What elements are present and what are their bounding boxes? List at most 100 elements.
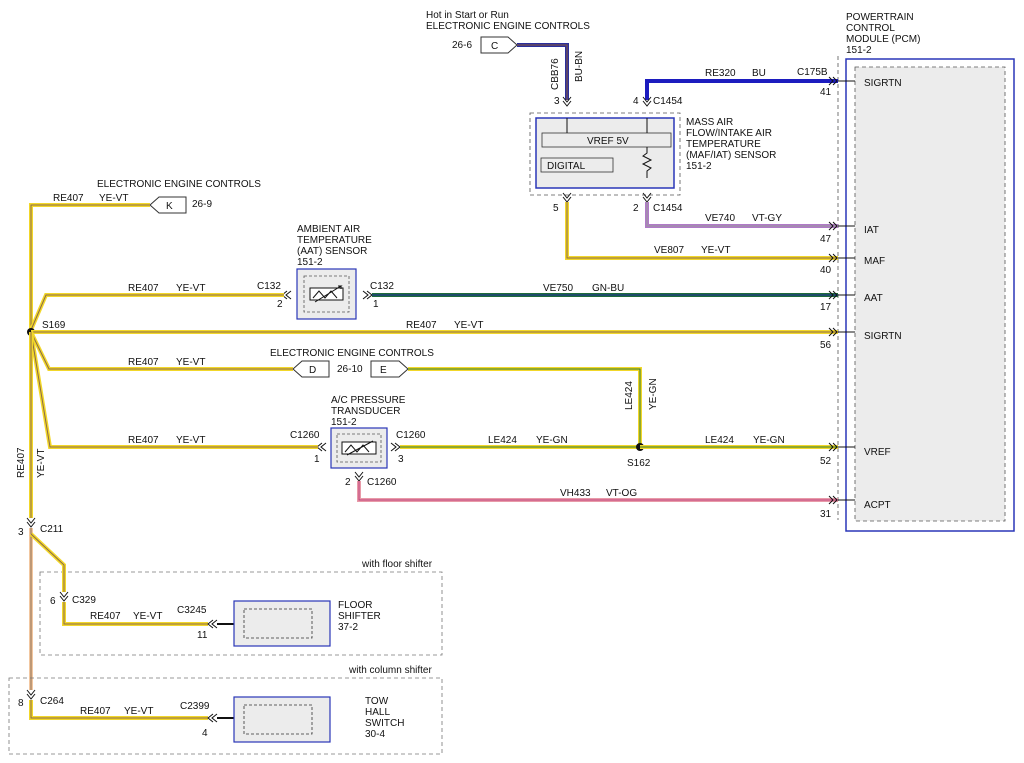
pcm-pin-num-47: 47 — [820, 234, 832, 245]
wire-re320-circuit: RE320 — [705, 68, 736, 79]
tow-hall-switch[interactable] — [233, 696, 331, 743]
top-ref-line2: ELECTRONIC ENGINE CONTROLS — [426, 21, 590, 32]
eec-de-page: 26-10 — [337, 364, 363, 375]
wire-ve750-circuit: VE750 — [543, 283, 573, 294]
wire-re407-k-circuit: RE407 — [53, 193, 84, 204]
wire-vh433-color: VT-OG — [606, 488, 637, 499]
wire-re407-aat[interactable] — [29, 293, 284, 331]
maf-pin-3: 3 — [554, 96, 560, 107]
connector-e-flag[interactable] — [370, 360, 409, 378]
pcm-module[interactable] — [845, 58, 1015, 532]
pcm-title-1: POWERTRAIN — [846, 12, 914, 23]
aat-title-3: (AAT) SENSOR — [297, 246, 367, 257]
top-ref-line1: Hot in Start or Run — [426, 10, 509, 21]
floor-pin: 11 — [197, 630, 208, 641]
acp-pin-1: 1 — [314, 454, 320, 465]
ac-pressure-transducer[interactable] — [330, 427, 388, 469]
wire-re407-acp-circuit: RE407 — [128, 435, 159, 446]
wire-le424-acp-color: YE-GN — [536, 435, 568, 446]
c329-label: C329 — [72, 595, 96, 606]
wire-le424-vref-circuit: LE424 — [705, 435, 734, 446]
wire-le424-vref-color: YE-GN — [753, 435, 785, 446]
wire-re320-color: BU — [752, 68, 766, 79]
pcm-pin-maf: MAF — [864, 256, 885, 267]
maf-iat-sensor[interactable] — [535, 117, 675, 189]
acp-title-3: 151-2 — [331, 417, 357, 428]
wire-re407-aat-circuit: RE407 — [128, 283, 159, 294]
acp-title-2: TRANSDUCER — [331, 406, 400, 417]
maf-digital-label: DIGITAL — [547, 161, 586, 172]
maf-pin-4: 4 — [633, 96, 639, 107]
wire-re407-d-color: YE-VT — [176, 357, 205, 368]
pcm-pin-sigrtn-41: SIGRTN — [864, 78, 902, 89]
maf-dashed-outline — [529, 112, 681, 196]
wire-re407-floor-color: YE-VT — [133, 611, 162, 622]
wire-re407-k-color: YE-VT — [99, 193, 128, 204]
column-title-3: SWITCH — [365, 718, 404, 729]
maf-digital-box — [540, 157, 614, 173]
c211-label: C211 — [40, 524, 64, 535]
pcm-title-4: 151-2 — [846, 45, 872, 56]
wire-re320[interactable] — [645, 79, 838, 100]
floor-shifter[interactable] — [233, 600, 331, 647]
pcm-pin-stubs — [838, 80, 855, 501]
maf-pin-5: 5 — [553, 203, 559, 214]
aat-connector-right: C132 — [370, 281, 394, 292]
wire-le424-e[interactable] — [408, 367, 642, 447]
wire-ve807-circuit: VE807 — [654, 245, 684, 256]
wire-re407-k[interactable] — [29, 203, 150, 330]
floor-section-label: with floor shifter — [361, 559, 433, 570]
connector-d-letter: D — [309, 365, 316, 376]
maf-title-1: MASS AIR — [686, 117, 733, 128]
wire-le424-e-circuit: LE424 — [624, 381, 635, 410]
floor-shifter-section — [39, 571, 443, 656]
connector-c-flag[interactable] — [480, 36, 518, 54]
pcm-title-3: MODULE (PCM) — [846, 34, 920, 45]
pcm-pin-num-31: 31 — [820, 509, 832, 520]
wire-re407-trunk-color: YE-VT — [36, 449, 47, 478]
connector-d-flag[interactable] — [292, 360, 330, 378]
aat-sensor[interactable] — [296, 268, 357, 320]
column-title-4: 30-4 — [365, 729, 385, 740]
maf-title-2: FLOW/INTAKE AIR — [686, 128, 772, 139]
wire-re407-d[interactable] — [29, 331, 293, 371]
floor-title-1: FLOOR — [338, 600, 372, 611]
pcm-pin-num-40: 40 — [820, 265, 832, 276]
eec-de-label: ELECTRONIC ENGINE CONTROLS — [270, 348, 434, 359]
wire-cbb76-color: BU-BN — [574, 51, 585, 82]
eec-k-label: ELECTRONIC ENGINE CONTROLS — [97, 179, 261, 190]
pcm-pin-num-52: 52 — [820, 456, 832, 467]
wire-vh433-circuit: VH433 — [560, 488, 591, 499]
maf-pin-2: 2 — [633, 203, 639, 214]
wire-re407-floor-branch[interactable] — [29, 532, 66, 592]
wire-re407-column-circuit: RE407 — [80, 706, 111, 717]
maf-title-4: (MAF/IAT) SENSOR — [686, 150, 776, 161]
aat-connector-left: C132 — [257, 281, 281, 292]
wire-re407-trunk-circuit: RE407 — [16, 447, 27, 478]
wire-re407-d-circuit: RE407 — [128, 357, 159, 368]
floor-title-3: 37-2 — [338, 622, 358, 633]
wire-re407-column-color: YE-VT — [124, 706, 153, 717]
wire-le424-acp-circuit: LE424 — [488, 435, 517, 446]
pcm-pin-num-56: 56 — [820, 340, 832, 351]
column-section-label: with column shifter — [348, 665, 432, 676]
wire-vh433[interactable] — [357, 481, 838, 502]
column-connector-label: C2399 — [180, 701, 210, 712]
wire-re407-floor-circuit: RE407 — [90, 611, 121, 622]
c329-pin: 6 — [50, 596, 56, 607]
splice-s162-label: S162 — [627, 458, 651, 469]
pcm-pin-iat: IAT — [864, 225, 879, 236]
acp-title-1: A/C PRESSURE — [331, 395, 406, 406]
maf-vref-box — [541, 132, 672, 148]
pcm-pin-arrows — [828, 76, 838, 505]
aat-title-2: TEMPERATURE — [297, 235, 372, 246]
aat-title-4: 151-2 — [297, 257, 323, 268]
column-title-2: HALL — [365, 707, 390, 718]
wire-re407-sigrtn-color: YE-VT — [454, 320, 483, 331]
column-pin: 4 — [202, 728, 208, 739]
wire-re407-acp-color: YE-VT — [176, 435, 205, 446]
acp-connector-left: C1260 — [290, 430, 320, 441]
wire-ve750-color: GN-BU — [592, 283, 624, 294]
pcm-title-2: CONTROL — [846, 23, 895, 34]
connector-k-flag[interactable] — [149, 196, 187, 214]
